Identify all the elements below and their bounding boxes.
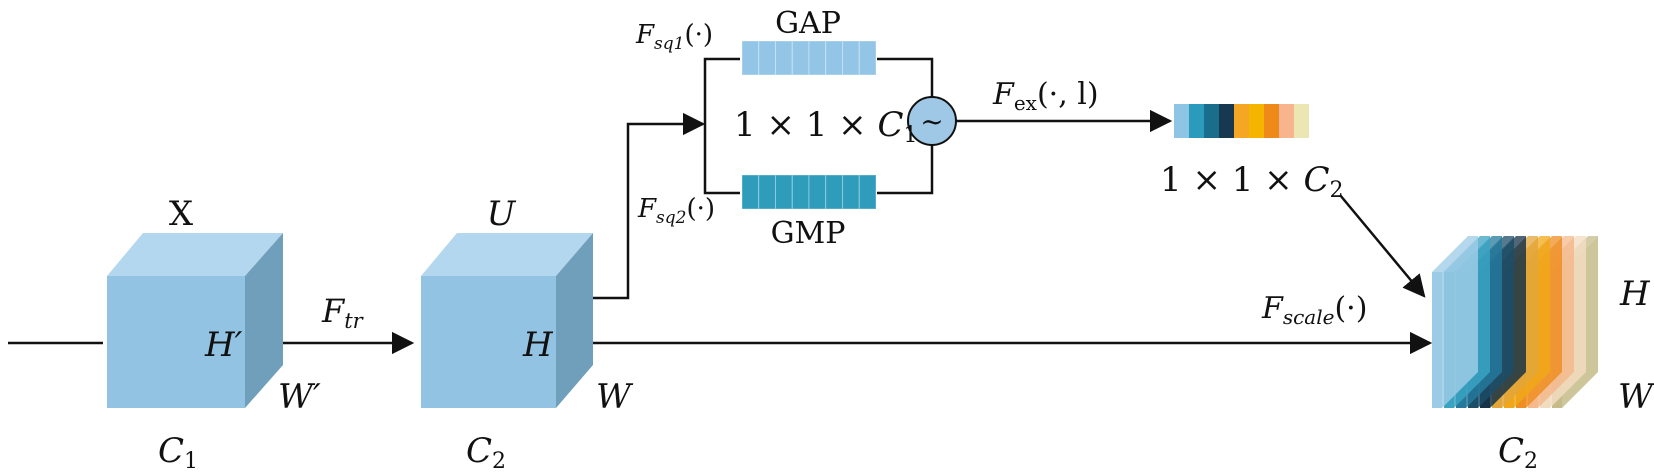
gap-bar-cell [858,40,877,76]
channel-weight-cell [1264,104,1279,138]
feature-cube [421,233,593,408]
output-slice [1432,272,1442,408]
feature-channels-label: C2 [466,431,506,474]
channel-weight-cell [1204,104,1219,138]
channel-weight-cell [1189,104,1204,138]
input-width-label: W′ [278,377,321,417]
channel-weights-bar [1174,104,1309,138]
scale-label: Fscale(·) [1261,291,1367,329]
output-slice-side [1442,236,1478,408]
feature-name-label: U [487,194,517,234]
feature-cube-front [421,276,556,408]
weights-dimension-label: 1 × 1 × C2 [1160,160,1344,203]
input-height-label: H′ [204,325,243,365]
gmp-label: GMP [771,216,846,251]
input-name-label: X [169,194,194,234]
feature-cube-top [421,233,593,276]
channel-weight-cell [1219,104,1234,138]
gmp-bar-cell [791,174,810,210]
transform-label: Ftr [321,292,365,333]
gmp-bar [741,174,877,210]
gmp-to-merge-line [877,144,934,195]
gap-bar-cell [842,40,860,76]
gap-bar [741,40,877,76]
gmp-bar-cell [775,174,793,210]
gmp-bar-cell [858,174,877,210]
gmp-bar-cell [825,174,843,210]
gmp-bar-cell [808,174,827,210]
gap-bar-cell [775,40,793,76]
gap-bar-cell [808,40,827,76]
gmp-bar-cell [741,174,760,210]
channel-weight-cell [1294,104,1309,138]
feature-cube-side [556,233,593,408]
weights-to-output-arrow [1339,194,1426,298]
input-channels-label: C1 [158,431,198,474]
channel-weight-cell [1279,104,1294,138]
output-width-label: W [1618,377,1654,417]
gmp-bar-cell [758,174,776,210]
channel-weight-cell [1174,104,1189,138]
gap-label: GAP [775,6,841,41]
output-channels-label: C2 [1498,431,1538,474]
output-slice-top [1432,236,1478,272]
gmp-bar-cell [842,174,860,210]
merge-node [907,96,957,146]
squeeze-bracket [703,57,740,195]
gap-bar-cell [741,40,760,76]
input-cube-top [107,233,283,276]
gap-bar-cell [825,40,843,76]
feature-height-label: H [522,325,554,365]
excitation-label: Fex(·, l) [992,77,1099,115]
gap-bar-cell [758,40,776,76]
gap-to-merge-line [877,57,934,99]
channel-weight-cell [1249,104,1264,138]
channel-weight-cell [1234,104,1249,138]
feature-width-label: W [596,377,634,417]
input-cube-side [245,233,283,408]
squeeze1-label: Fsq1(·) [635,20,713,54]
input-cube [107,233,283,408]
input-cube-front [107,276,245,408]
squeeze-branch-arrow [576,112,706,300]
gap-bar-cell [791,40,810,76]
merged-dimension-label: 1 × 1 × C1 [734,105,918,148]
output-height-label: H [1619,274,1651,314]
output-feature-map [1432,236,1598,408]
squeeze2-label: Fsq2(·) [637,194,715,228]
merge-symbol: ~ [920,105,943,138]
